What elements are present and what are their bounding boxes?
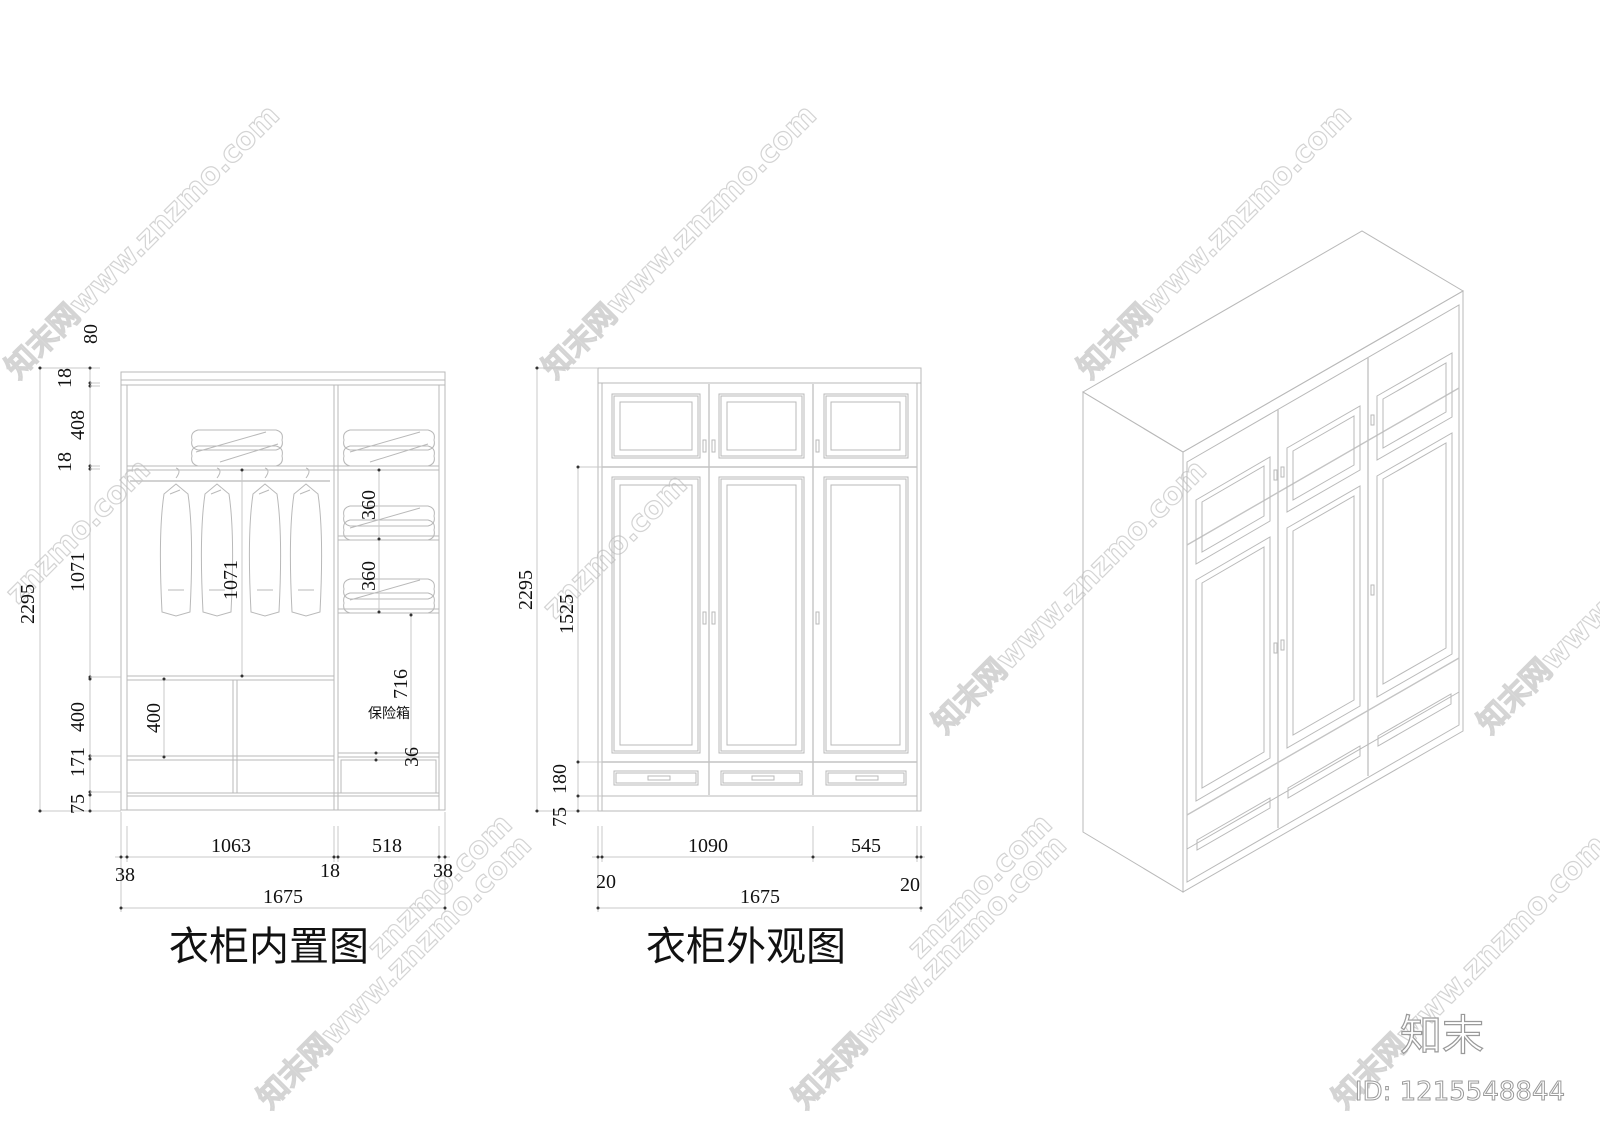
exterior-view-title: 衣柜外观图 [646,924,846,970]
side-face [1082,391,1184,893]
dim-plinth: 75 [67,794,89,814]
dim-divider: 18 [320,860,340,882]
watermark-text: 知末网www.znzmo.com [0,98,287,386]
dim-top-panel: 18 [54,368,76,388]
dim-safe-gap: 36 [401,747,423,767]
interior-view: 1071 360 360 716 400 36 保险箱 2295 80 18 [17,324,453,970]
exterior-view: 2295 1525 180 75 1090 545 20 20 1675 衣柜外… [515,366,925,970]
upper-door [718,393,805,459]
hanging-shirt-icon [159,467,193,617]
dim-safe-height: 716 [390,669,412,699]
dim-door-height: 1525 [556,594,578,634]
watermark-text: 知末网www.znzmo.com [1071,98,1359,386]
watermark-text: 知末网www.znzmo.com [251,828,539,1116]
dim-shelf-1: 360 [358,490,380,520]
dim-hanging-height: 1071 [220,560,242,600]
drawer [720,770,803,786]
door-handle-icon [1273,414,1375,654]
dim-ext-total-width: 1675 [740,886,780,908]
front-face [1182,290,1464,893]
watermark-text: 知末网www.znzmo.com [1326,828,1600,1116]
watermark-text: 知末网www.znzmo.com [786,828,1074,1116]
upper-door [823,393,909,459]
dim-lower-cabinet-left: 400 [67,702,89,732]
dim-lower-cabinet: 400 [143,703,165,733]
dim-single-door: 545 [851,835,881,857]
hanging-shirt-icon [248,467,282,617]
folded-clothes-icon [343,429,435,467]
interior-view-title: 衣柜内置图 [169,924,369,970]
dim-drawer-height: 180 [549,764,571,794]
dim-total-width: 1675 [263,886,303,908]
drawer [825,770,907,786]
dim-right-bay: 518 [372,835,402,857]
watermark-text: 知末网www.znzmo.com [1471,453,1600,741]
main-door [611,476,701,754]
isometric-view [1082,230,1464,893]
main-door [718,476,805,754]
dim-double-door: 1090 [688,835,728,857]
dim-ext-plinth: 75 [549,807,571,827]
watermark-text: 知末网www.znzmo.com [536,98,824,386]
dim-drawer-zone: 171 [67,747,89,777]
folded-clothes-icon [343,505,435,541]
watermark-text: 知末网www.znzmo.com [926,453,1214,741]
hanging-shirt-icon [200,467,234,617]
dim-shelf-2: 360 [358,561,380,591]
drawing-id: ID: 1215548844 [1355,1077,1565,1107]
dim-ext-right-margin: 20 [900,874,920,896]
folded-clothes-icon [191,429,283,467]
dim-left-side: 38 [115,864,135,886]
branding: 知末 ID: 1215548844 [1354,1010,1565,1107]
wardrobe-outline [120,371,446,811]
safe-label: 保险箱 [368,706,410,722]
wardrobe-front-outline [597,367,922,812]
dim-top: 80 [80,324,102,344]
main-door [823,476,909,754]
door-handle-icon [702,439,820,625]
dim-hanging: 1071 [67,552,89,592]
dim-left-bay: 1063 [211,835,251,857]
upper-door [611,393,701,459]
drawer [613,770,699,786]
brand-logo: 知末 [1400,1011,1484,1060]
dim-upper-shelf: 408 [67,410,89,440]
dim-ext-left-margin: 20 [596,871,616,893]
dim-ext-total-height: 2295 [515,570,537,610]
dim-right-side: 38 [433,860,453,882]
dim-shelf: 18 [54,452,76,472]
dim-total-height: 2295 [17,584,39,624]
hanging-shirt-icon [289,467,323,617]
folded-clothes-icon [343,578,435,614]
